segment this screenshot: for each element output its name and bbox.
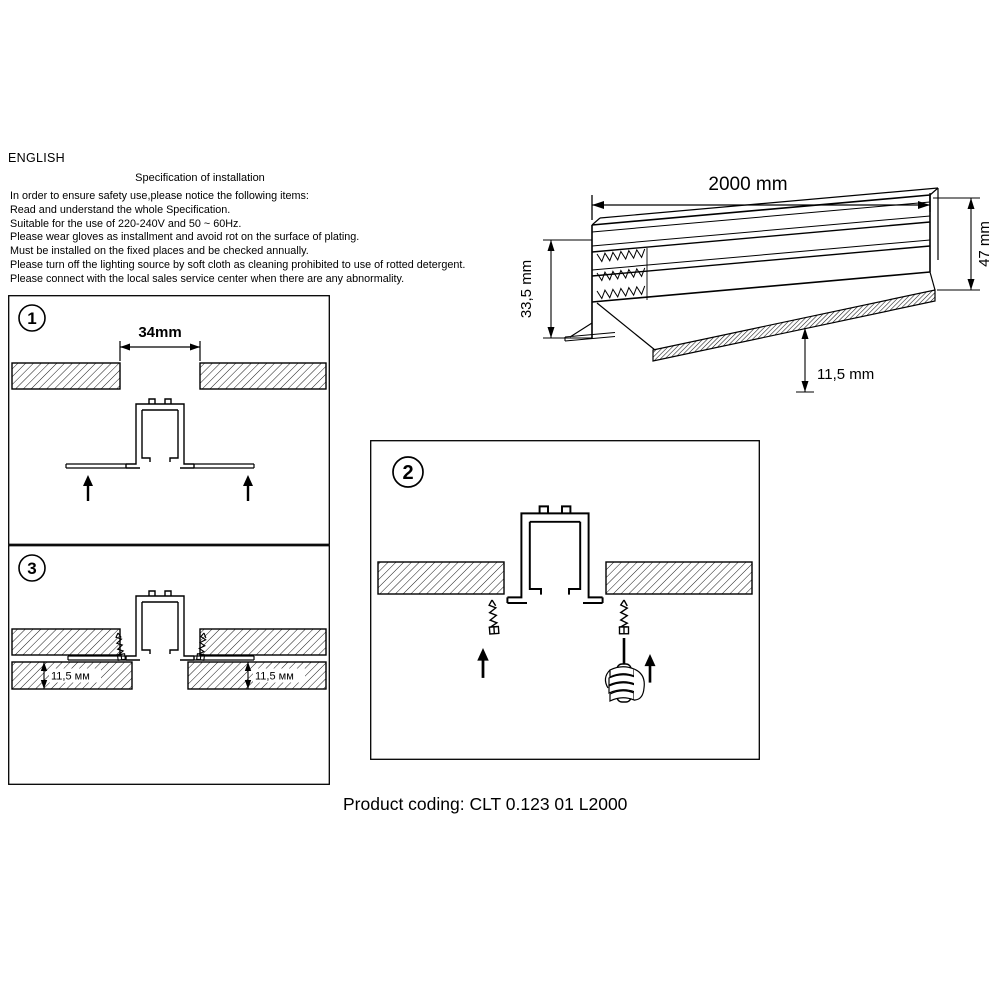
ceiling-panels [11, 628, 327, 656]
arrowhead [40, 680, 48, 689]
step3-border [8, 545, 330, 785]
track-profile-section [125, 590, 195, 661]
dim-height-right-label: 47 mm [976, 221, 993, 267]
hand-with-screwdriver [604, 638, 645, 703]
track-profile-section [506, 505, 604, 604]
dim-height-left-lines [543, 239, 592, 339]
dim-height-right-lines [933, 197, 980, 291]
step3-diagram: 3 11,5 мм 11,5 мм [8, 545, 330, 785]
up-arrow-icon [81, 473, 95, 503]
arrowhead [967, 279, 975, 290]
arrowhead [967, 198, 975, 209]
instruction-line: Please wear gloves as installment and av… [10, 231, 360, 244]
arrowhead [190, 343, 200, 351]
dim-opening-lines [119, 341, 201, 361]
dim-flange-label: 11,5 mm [817, 366, 874, 383]
step2-number: 2 [402, 462, 413, 484]
screw-icon [486, 598, 500, 635]
step1-border [8, 295, 330, 545]
step1-diagram: 1 34mm [8, 295, 330, 545]
dim-opening-label: 34mm [138, 324, 181, 341]
hand-thumb [604, 669, 611, 689]
trim-wings [67, 655, 255, 661]
arrowhead [547, 240, 555, 251]
dim-height-left-label: 33,5 mm [518, 260, 535, 318]
instruction-line: In order to ensure safety use,please not… [10, 190, 309, 202]
profile-body [564, 187, 939, 351]
instruction-line: Please turn off the lighting source by s… [10, 258, 466, 271]
step2-number-circle [392, 456, 424, 488]
label-backing [49, 668, 101, 683]
profile-flange-hatched [652, 289, 936, 362]
instruction-line: Read and understand the whole Specificat… [10, 203, 231, 216]
step3-number: 3 [27, 559, 36, 578]
step1-number-circle [18, 304, 46, 332]
arrowhead [801, 328, 809, 339]
instruction-line: Please connect with the local sales serv… [10, 272, 405, 285]
arrowhead [801, 381, 809, 392]
ceiling-panels [11, 362, 327, 390]
language-label: ENGLISH [8, 151, 65, 165]
up-arrow-icon [475, 646, 491, 680]
spec-title: Specification of installation [135, 172, 265, 184]
arrowhead [592, 201, 604, 209]
up-arrow-icon [643, 652, 657, 684]
track-profile-section [125, 398, 195, 469]
arrowhead [244, 680, 252, 689]
label-backing [253, 668, 305, 683]
profile-perspective-drawing: 2000 mm [518, 174, 993, 393]
up-arrow-icon [241, 473, 255, 503]
hand-fingers [608, 666, 636, 702]
arrowhead [547, 327, 555, 338]
arrowhead [120, 343, 130, 351]
dim-board-right-label: 11,5 мм [255, 671, 294, 683]
step2-diagram: 2 [370, 440, 760, 760]
step1-number: 1 [27, 309, 36, 328]
step3-number-circle [18, 554, 46, 582]
instruction-line: Suitable for the use of 220-240V and 50 … [10, 217, 242, 230]
dim-length-label: 2000 mm [708, 174, 787, 195]
product-coding: Product coding: CLT 0.123 01 L2000 [343, 794, 628, 814]
hand-palm [633, 668, 645, 701]
screw-icon [618, 599, 630, 635]
arrowhead [244, 662, 252, 671]
magnet-section-coils [596, 248, 646, 300]
instruction-list: In order to ensure safety use,please not… [10, 190, 610, 287]
instruction-line: Must be installed on the fixed places an… [10, 245, 309, 258]
step2-border [370, 440, 760, 760]
ceiling-panels [377, 561, 753, 595]
arrowhead [40, 662, 48, 671]
trim-wings [65, 463, 255, 469]
dim-board-left-label: 11,5 мм [51, 671, 90, 683]
